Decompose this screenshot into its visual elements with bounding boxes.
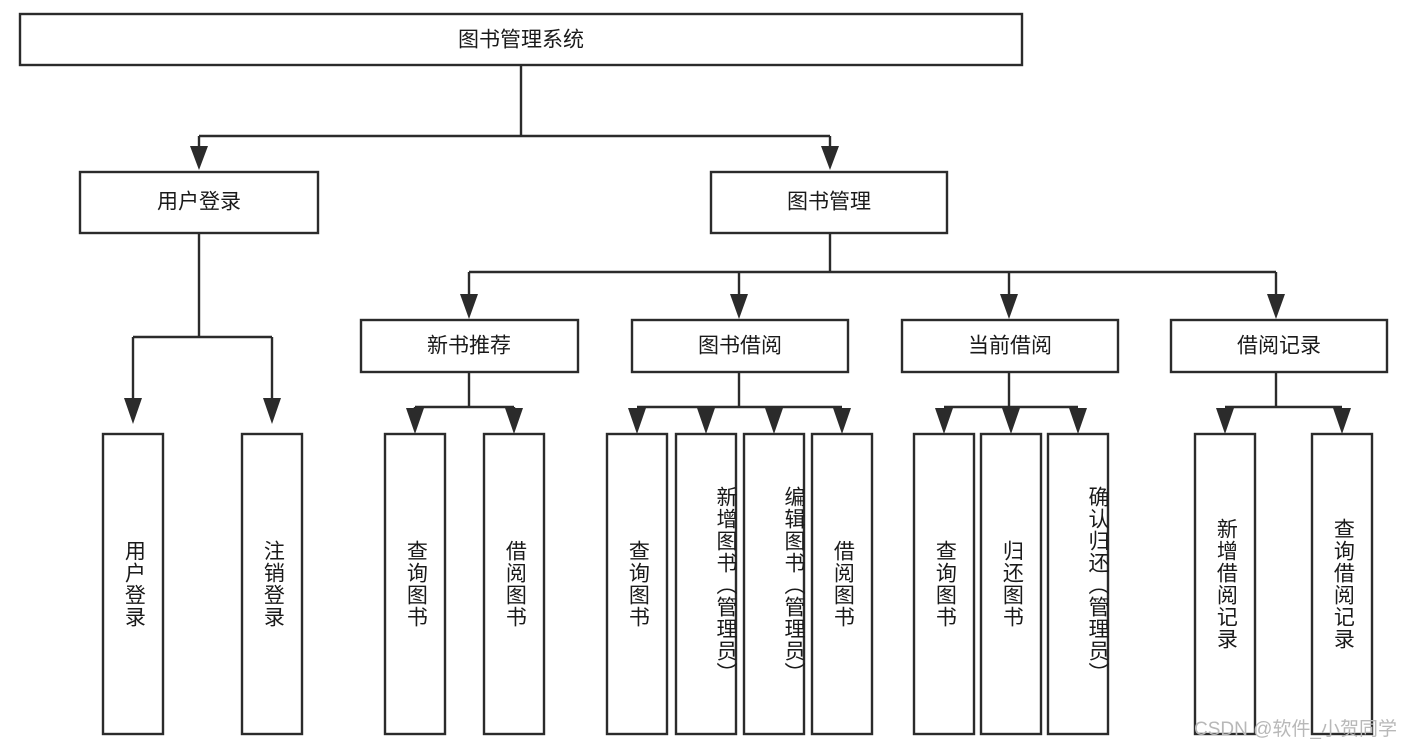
node-box-leaf-borrow-book-2[interactable] (810, 432, 874, 736)
node-box-book-management[interactable] (709, 170, 949, 235)
node-box-leaf-query-book-3[interactable] (912, 432, 976, 736)
node-box-leaf-query-book-2[interactable] (605, 432, 669, 736)
node-box-leaf-user-login[interactable] (101, 432, 165, 736)
arrow-head-leaf-query-book-2 (628, 408, 646, 434)
arrow-head-book-management (821, 146, 839, 170)
node-layer: 图书管理系统 用户登录 图书管理 新书推荐 图书借阅 当前借阅 借阅记录 (18, 12, 1389, 736)
node-box-leaf-return-book[interactable] (979, 432, 1043, 736)
arrow-head-leaf-query-book-3 (935, 408, 953, 434)
arrow-head-leaf-add-book (697, 408, 715, 434)
arrow-head-new-book-recommend (460, 294, 478, 319)
node-label-root: 图书管理系统 (458, 29, 584, 52)
arrow-head-leaf-user-logout (263, 398, 281, 424)
arrow-head-leaf-user-login (124, 398, 142, 424)
arrow-head-leaf-confirm-return (1069, 408, 1087, 434)
connector-layer (124, 65, 1351, 434)
node-label-book-management: 图书管理 (787, 191, 871, 214)
node-label-borrow-record: 借阅记录 (1237, 335, 1321, 358)
node-box-leaf-add-record[interactable] (1193, 432, 1257, 736)
node-box-borrow-record[interactable] (1169, 318, 1389, 374)
arrow-head-leaf-borrow-book-2 (833, 408, 851, 434)
node-box-leaf-query-book-1[interactable] (383, 432, 447, 736)
node-box-current-borrow[interactable] (900, 318, 1120, 374)
node-box-leaf-confirm-return[interactable] (1046, 432, 1110, 736)
node-label-user-login: 用户登录 (157, 191, 241, 214)
arrow-head-leaf-add-record (1216, 408, 1234, 434)
arrow-head-current-borrow (1000, 294, 1018, 319)
node-box-new-book-recommend[interactable] (359, 318, 580, 374)
node-box-user-login[interactable] (78, 170, 320, 235)
arrow-head-leaf-return-book (1002, 408, 1020, 434)
node-box-root[interactable] (18, 12, 1024, 67)
watermark-csdn: CSDN @软件_小贺同学 (1194, 719, 1397, 740)
node-box-leaf-user-logout[interactable] (240, 432, 304, 736)
node-box-leaf-query-record[interactable] (1310, 432, 1374, 736)
node-label-current-borrow: 当前借阅 (968, 335, 1052, 358)
arrow-head-book-borrow (730, 294, 748, 319)
arrow-head-leaf-query-record (1333, 408, 1351, 434)
node-box-leaf-add-book[interactable] (674, 432, 738, 736)
node-label-new-book-recommend: 新书推荐 (427, 335, 511, 358)
arrow-head-user-login (190, 146, 208, 170)
arrow-head-leaf-edit-book (765, 408, 783, 434)
node-box-leaf-borrow-book-1[interactable] (482, 432, 546, 736)
arrow-head-leaf-borrow-book-1 (505, 408, 523, 434)
node-label-book-borrow: 图书借阅 (698, 335, 782, 358)
node-box-book-borrow[interactable] (630, 318, 850, 374)
arrow-head-leaf-query-book-1 (406, 408, 424, 434)
arrow-head-borrow-record (1267, 294, 1285, 319)
node-box-leaf-edit-book[interactable] (742, 432, 806, 736)
